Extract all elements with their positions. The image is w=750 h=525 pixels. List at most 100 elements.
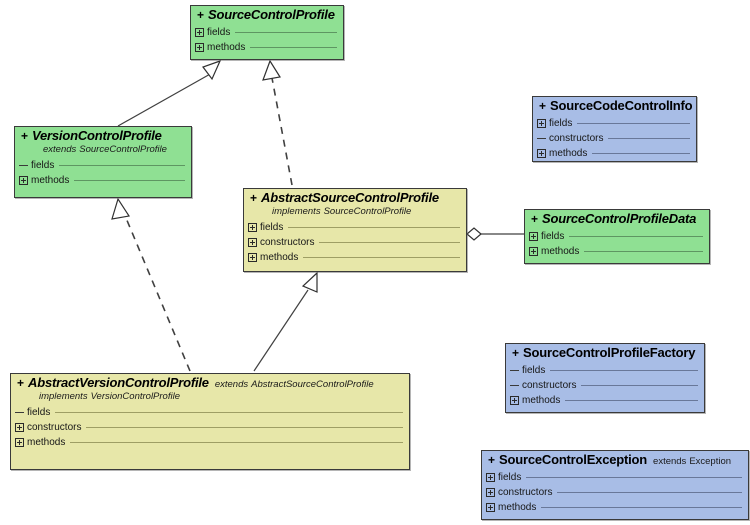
compartment-methods[interactable]: methods: [11, 435, 409, 450]
compartment-fields[interactable]: fields: [525, 229, 709, 244]
expand-plus-icon[interactable]: [510, 395, 519, 405]
compartment-label: constructors: [549, 132, 604, 144]
compartment-constructors[interactable]: constructors: [11, 420, 409, 435]
class-header: + SourceControlProfileFactory: [506, 344, 704, 363]
compartment-rule: [59, 165, 185, 167]
compartment-rule: [565, 399, 698, 401]
compartment-constructors[interactable]: constructors: [506, 378, 704, 393]
compartment-label: constructors: [260, 237, 315, 249]
expand-plus-icon[interactable]: [195, 27, 204, 37]
compartment-rule: [235, 31, 337, 33]
class-box-abstract-source-control-profile[interactable]: + AbstractSourceControlProfile implement…: [243, 188, 467, 272]
expand-plus-icon[interactable]: [486, 472, 495, 482]
compartment-fields[interactable]: fields: [15, 158, 191, 173]
class-box-source-code-control-info[interactable]: + SourceCodeControlInfo fields construct…: [532, 96, 697, 162]
compartment-list: fields constructors methods: [244, 220, 466, 267]
class-header: + SourceControlProfile: [191, 6, 343, 25]
class-box-source-control-profile[interactable]: + SourceControlProfile fields methods: [190, 5, 344, 60]
compartment-label: fields: [27, 407, 51, 419]
class-box-source-control-profile-factory[interactable]: + SourceControlProfileFactory fields con…: [505, 343, 705, 413]
edge-abstract-source-control-profile-aggregates-source-control-profile-data: [466, 227, 524, 241]
compartment-constructors[interactable]: constructors: [533, 131, 696, 146]
compartment-fields[interactable]: fields: [191, 25, 343, 40]
expand-plus-icon[interactable]: [15, 438, 24, 448]
relation-keyword: implements: [39, 390, 88, 402]
edge-version-control-profile-extends-source-control-profile: [117, 59, 222, 127]
class-header: + SourceCodeControlInfo: [533, 97, 696, 116]
relation-target: Exception: [689, 456, 732, 467]
compartment-label: methods: [541, 245, 580, 257]
expand-plus-icon[interactable]: [537, 118, 546, 128]
compartment-fields[interactable]: fields: [482, 470, 748, 485]
visibility-marker: +: [250, 191, 258, 205]
class-box-source-control-profile-data[interactable]: + SourceControlProfileData fields method…: [524, 209, 710, 264]
compartment-constructors[interactable]: constructors: [244, 235, 466, 250]
expand-plus-icon[interactable]: [248, 223, 257, 233]
compartment-methods[interactable]: methods: [533, 146, 696, 161]
compartment-label: fields: [541, 230, 565, 242]
compartment-list: fields constructors methods: [482, 470, 748, 517]
compartment-rule: [319, 242, 460, 244]
compartment-methods[interactable]: methods: [525, 244, 709, 259]
expand-plus-icon[interactable]: [529, 246, 538, 256]
compartment-methods[interactable]: methods: [191, 40, 343, 55]
compartment-rule: [303, 257, 460, 259]
expand-plus-icon[interactable]: [195, 42, 204, 52]
class-header: + SourceControlProfileData: [525, 210, 709, 229]
compartment-label: constructors: [522, 379, 577, 391]
compartment-fields[interactable]: fields: [244, 220, 466, 235]
compartment-methods[interactable]: methods: [15, 173, 191, 188]
expand-plus-icon[interactable]: [248, 238, 257, 248]
class-header: + AbstractSourceControlProfile implement…: [244, 189, 466, 220]
compartment-rule: [526, 476, 742, 478]
class-name: SourceControlProfileData: [542, 211, 697, 226]
compartment-rule: [70, 442, 403, 444]
compartment-rule: [577, 122, 690, 124]
compartment-label: fields: [207, 26, 231, 38]
compartment-rule: [250, 46, 337, 48]
compartment-rule: [74, 180, 185, 182]
expand-plus-icon[interactable]: [15, 423, 24, 433]
compartment-methods[interactable]: methods: [482, 500, 748, 515]
compartment-label: fields: [260, 222, 284, 234]
compartment-rule: [541, 506, 742, 508]
expand-plus-icon[interactable]: [19, 176, 28, 186]
compartment-label: methods: [549, 147, 588, 159]
expand-plus-icon[interactable]: [248, 253, 257, 263]
compartment-fields[interactable]: fields: [506, 363, 704, 378]
visibility-marker: +: [512, 346, 520, 360]
expand-plus-icon[interactable]: [486, 487, 495, 497]
compartment-rule: [288, 227, 460, 229]
compartment-methods[interactable]: methods: [506, 393, 704, 408]
collapsed-dash-icon: [537, 134, 546, 143]
expand-plus-icon[interactable]: [486, 502, 495, 512]
compartment-fields[interactable]: fields: [11, 405, 409, 420]
compartment-label: methods: [27, 437, 66, 449]
class-name: SourceCodeControlInfo: [550, 98, 693, 113]
compartment-list: fields constructors methods: [506, 363, 704, 410]
visibility-marker: +: [488, 453, 496, 467]
compartment-rule: [86, 427, 403, 429]
compartment-label: fields: [522, 364, 546, 376]
compartment-methods[interactable]: methods: [244, 250, 466, 265]
inline-relation: [341, 12, 343, 23]
relation-target: SourceControlProfile: [323, 205, 412, 217]
relation-keyword: extends: [43, 143, 77, 155]
compartment-label: fields: [549, 117, 573, 129]
class-name: SourceControlProfileFactory: [523, 345, 696, 360]
compartment-rule: [557, 491, 742, 493]
expand-plus-icon[interactable]: [529, 231, 538, 241]
compartment-fields[interactable]: fields: [533, 116, 696, 131]
compartment-rule: [581, 384, 698, 386]
compartment-constructors[interactable]: constructors: [482, 485, 748, 500]
collapsed-dash-icon: [510, 366, 519, 375]
visibility-marker: +: [539, 99, 547, 113]
expand-plus-icon[interactable]: [537, 148, 546, 158]
